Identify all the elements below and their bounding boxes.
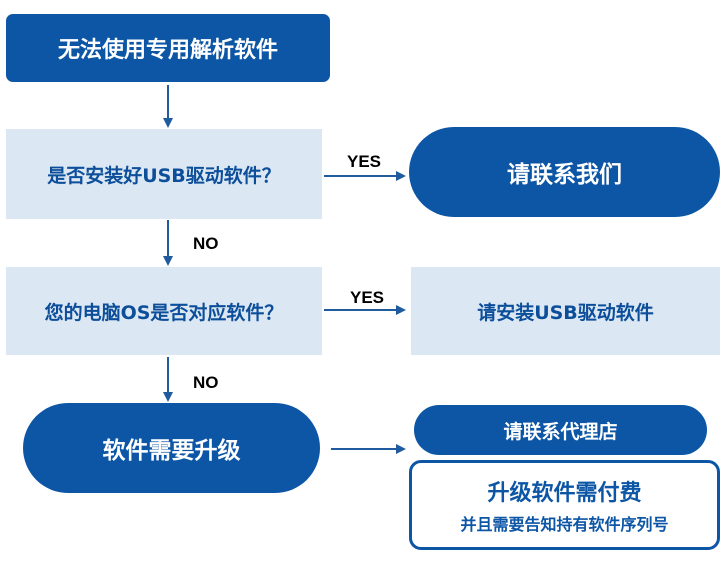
install-driver-node: 请安装USB驱动软件 [411, 267, 720, 355]
paid-upgrade-title: 升级软件需付费 [487, 481, 642, 506]
agent-label: 请联系代理店 [503, 420, 618, 443]
upgrade-label: 软件需要升级 [102, 438, 241, 464]
contact-us-label: 请联系我们 [507, 162, 622, 188]
install-driver-label: 请安装USB驱动软件 [477, 301, 654, 324]
question-usb-driver-label: 是否安装好USB驱动软件？ [47, 164, 281, 187]
edge-label-yes-1: YES [347, 152, 382, 171]
question-os-compat: 您的电脑OS是否对应软件？ [6, 267, 322, 355]
agent-node: 请联系代理店 [414, 405, 707, 455]
edge-label-yes-2: YES [350, 288, 385, 307]
upgrade-node: 软件需要升级 [23, 403, 320, 493]
question-usb-driver: 是否安装好USB驱动软件？ [6, 129, 322, 219]
edge-label-no-2: NO [193, 373, 219, 392]
paid-upgrade-node: 升级软件需付费 并且需要告知持有软件序列号 [409, 460, 720, 550]
question-os-compat-label: 您的电脑OS是否对应软件？ [44, 301, 284, 324]
edge-label-no-1: NO [193, 234, 219, 253]
start-node-label: 无法使用专用解析软件 [57, 38, 278, 63]
paid-upgrade-subtitle: 并且需要告知持有软件序列号 [460, 515, 669, 534]
contact-us-node: 请联系我们 [409, 127, 720, 217]
start-node: 无法使用专用解析软件 [6, 14, 330, 82]
